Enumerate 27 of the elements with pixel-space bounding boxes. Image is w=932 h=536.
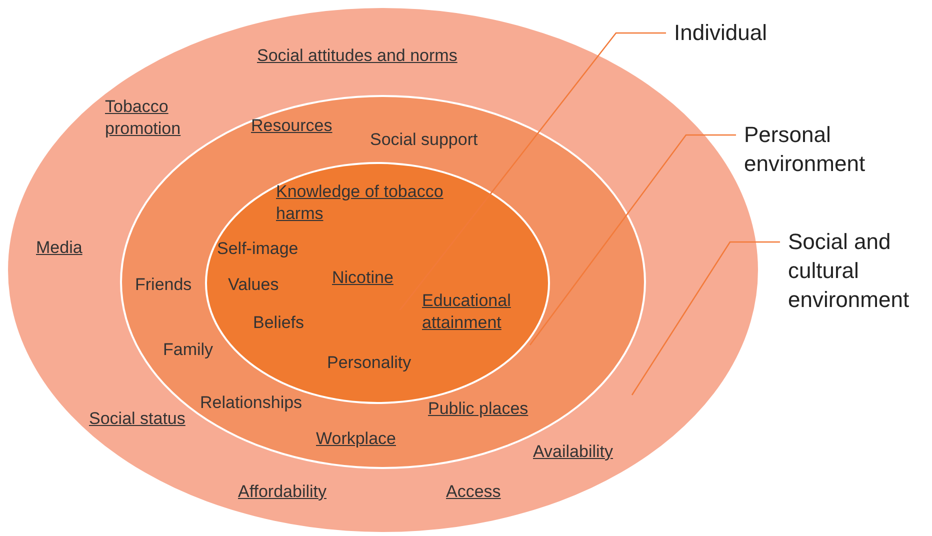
factor-label: Values	[228, 274, 279, 296]
factor-label: Tobacco promotion	[105, 96, 182, 140]
factor-label: Media	[36, 237, 82, 259]
factor-label: Social status	[89, 408, 186, 430]
factor-label: Availability	[533, 441, 614, 463]
factor-label: Personality	[327, 352, 412, 374]
factor-label: Friends	[135, 274, 192, 296]
factor-label: Nicotine	[332, 267, 394, 289]
ring-title: Social and cultural environment	[788, 227, 928, 314]
factor-label: Workplace	[316, 428, 396, 450]
factor-label: Knowledge of tobacco harms	[276, 181, 444, 225]
factor-label: Affordability	[238, 481, 327, 503]
factor-label: Beliefs	[253, 312, 304, 334]
leader-line	[631, 241, 780, 396]
leader-line	[529, 134, 736, 346]
factor-label: Educational attainment	[422, 290, 512, 334]
factor-label: Family	[163, 339, 214, 361]
factor-label: Social support	[370, 129, 478, 151]
factor-label: Relationships	[200, 392, 302, 414]
factor-label: Access	[446, 481, 501, 503]
factor-label: Public places	[428, 398, 528, 420]
ring-title: Individual	[674, 18, 814, 47]
factor-label: Resources	[251, 115, 332, 137]
factor-label: Self-image	[217, 238, 298, 260]
leader-line	[399, 32, 666, 310]
factor-label: Social attitudes and norms	[257, 45, 458, 67]
ring-title: Personal environment	[744, 120, 904, 178]
